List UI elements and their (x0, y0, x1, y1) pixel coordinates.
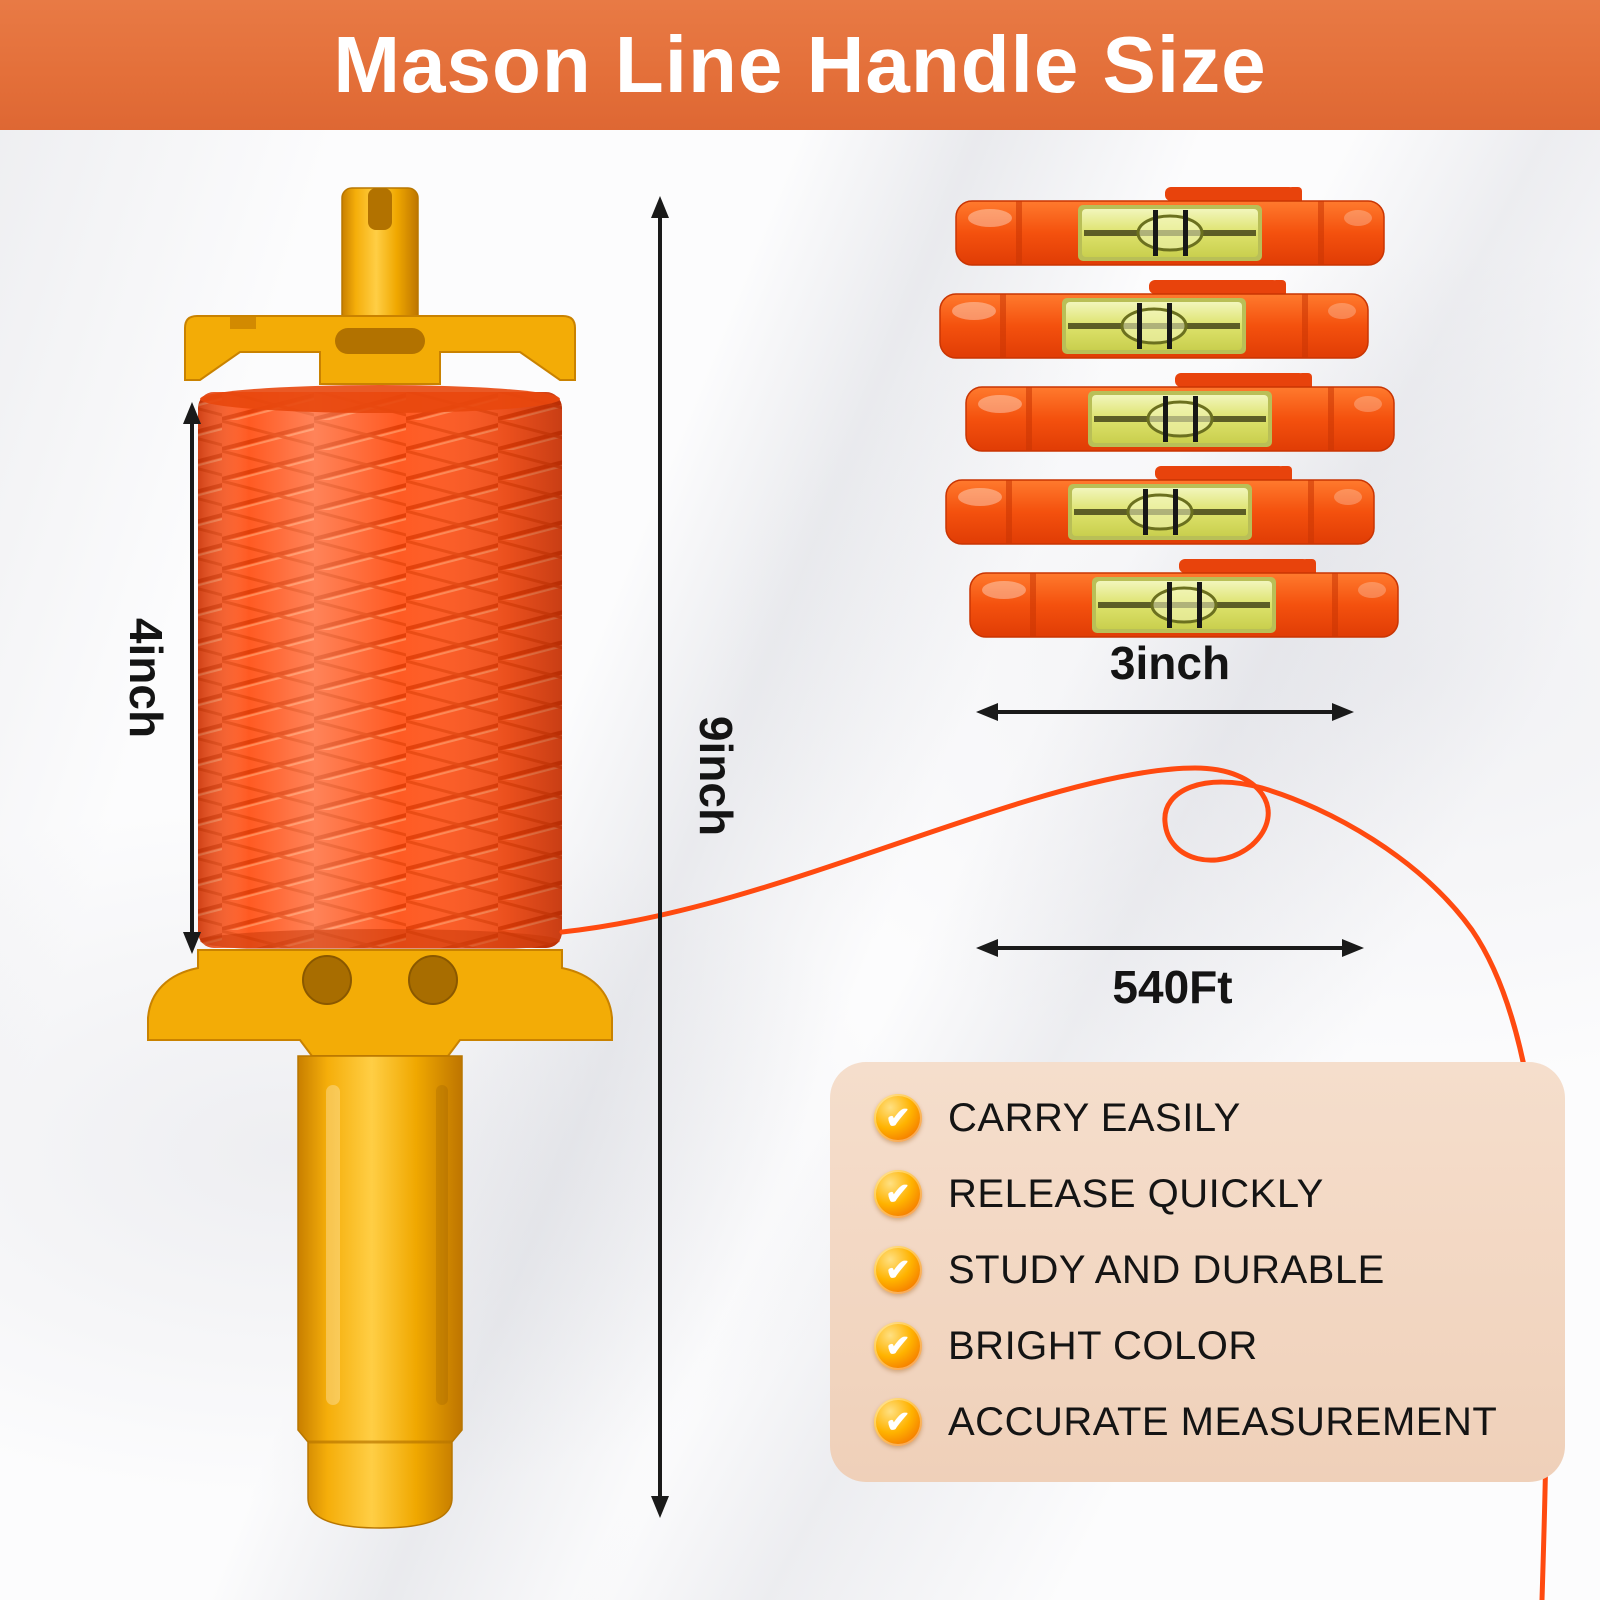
feature-item: ✔ ACCURATE MEASUREMENT (874, 1398, 1565, 1446)
feature-item: ✔ CARRY EASILY (874, 1094, 1565, 1142)
dimension-arrow-spool-height (183, 402, 201, 954)
feature-label: CARRY EASILY (948, 1095, 1241, 1140)
page-title: Mason Line Handle Size (333, 20, 1267, 109)
header-banner: Mason Line Handle Size (0, 0, 1600, 130)
dimension-arrow-level-length (976, 703, 1354, 721)
line-level-3 (964, 371, 1396, 453)
dimension-arrow-line-length (976, 939, 1364, 957)
line-level-5 (968, 557, 1400, 639)
flange-hole (302, 955, 352, 1005)
feature-label: BRIGHT COLOR (948, 1323, 1258, 1368)
feature-label: STUDY AND DURABLE (948, 1247, 1385, 1292)
feature-item: ✔ RELEASE QUICKLY (874, 1170, 1565, 1218)
dimension-arrow-total-height (651, 196, 669, 1518)
check-icon: ✔ (874, 1398, 922, 1446)
feature-label: ACCURATE MEASUREMENT (948, 1399, 1498, 1444)
line-level-2 (938, 278, 1370, 360)
check-icon: ✔ (874, 1322, 922, 1370)
spool-bottom-flange (147, 949, 613, 1057)
check-icon: ✔ (874, 1094, 922, 1142)
dimension-label-line-length: 540Ft (1112, 961, 1233, 1013)
features-panel: ✔ CARRY EASILY ✔ RELEASE QUICKLY ✔ STUDY… (830, 1062, 1565, 1482)
line-levels-illustration (938, 185, 1400, 639)
dimension-label-spool-height: 4inch (120, 617, 172, 739)
line-level-4 (944, 464, 1376, 546)
dimension-label-level-length: 3inch (1109, 637, 1231, 689)
spool-handle (297, 1055, 463, 1529)
mason-line-spool-illustration (147, 187, 613, 1529)
spool-top-spindle (341, 187, 419, 339)
feature-item: ✔ STUDY AND DURABLE (874, 1246, 1565, 1294)
thread-spool (198, 385, 562, 953)
feature-item: ✔ BRIGHT COLOR (874, 1322, 1565, 1370)
check-icon: ✔ (874, 1246, 922, 1294)
line-level-1 (954, 185, 1386, 267)
feature-label: RELEASE QUICKLY (948, 1171, 1324, 1216)
flange-hole (408, 955, 458, 1005)
spool-top-bracket (184, 315, 576, 385)
check-icon: ✔ (874, 1170, 922, 1218)
dimension-label-total-height: 9inch (690, 715, 742, 837)
